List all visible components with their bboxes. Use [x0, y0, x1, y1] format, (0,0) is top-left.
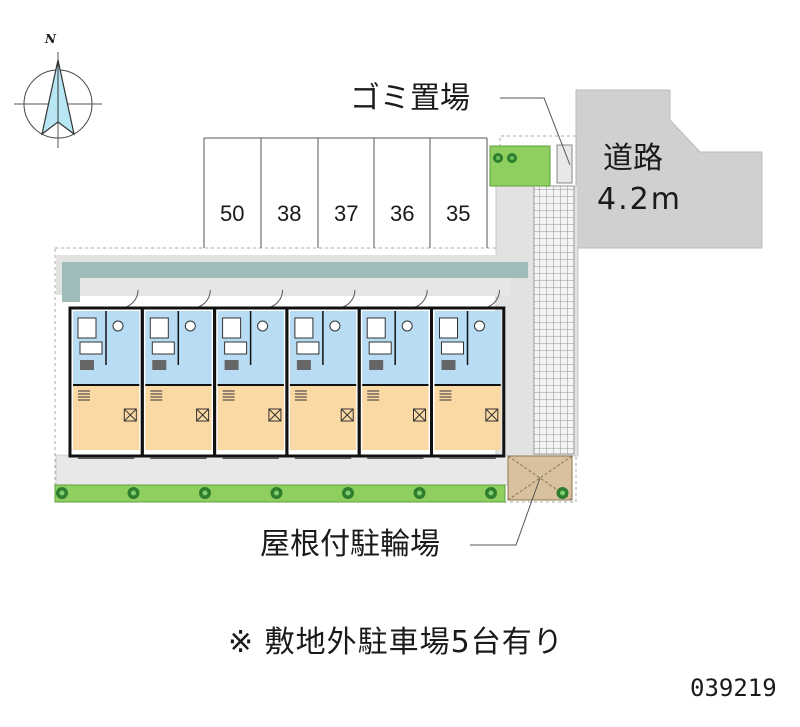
hedge-trees: [56, 487, 569, 499]
garbage-plants: [493, 153, 517, 163]
apartment-units: [68, 289, 506, 459]
parking-space-label: 36: [390, 201, 415, 226]
garbage-label: ゴミ置場: [350, 81, 470, 116]
apartment-unit: [140, 289, 217, 459]
tree-icon-center: [417, 490, 422, 496]
property-code: 039219: [690, 674, 777, 702]
bike-leader-line: [470, 477, 541, 546]
parking-space-label: 50: [220, 201, 245, 226]
paving-rear: [55, 454, 509, 486]
apartment-unit: [68, 289, 144, 459]
corridor: [62, 262, 528, 302]
compass-north-label: N: [45, 32, 56, 46]
tree-icon-center: [59, 490, 65, 496]
garbage-shed: [556, 144, 573, 184]
tree-icon-center: [488, 490, 494, 496]
road-width-label: 4.2m: [597, 182, 682, 217]
garbage-area: [489, 145, 551, 187]
apartment-unit: [213, 289, 289, 459]
garbage-leader-line: [500, 97, 571, 166]
road-area: [575, 89, 763, 249]
tree-icon-center: [560, 490, 565, 496]
corridor-gap: [80, 278, 510, 296]
walkway: [533, 185, 575, 455]
parking-space-label: 38: [277, 201, 302, 226]
parking-space-label: 37: [334, 201, 359, 226]
apartment-unit: [285, 289, 361, 459]
compass: [14, 52, 102, 148]
apartment-unit: [430, 289, 506, 459]
parking-space-label: 35: [446, 201, 471, 226]
parking-lines: [203, 137, 488, 248]
road-name-label: 道路: [603, 141, 663, 176]
tree-icon-center: [274, 490, 279, 496]
tree-icon-center: [131, 490, 136, 496]
offsite-parking-note: ※ 敷地外駐車場5台有り: [228, 625, 564, 660]
apartment-unit: [357, 289, 434, 459]
bike-parking-label: 屋根付駐輪場: [260, 527, 440, 562]
tree-icon-center: [345, 490, 351, 496]
tree-icon-center: [202, 490, 208, 496]
